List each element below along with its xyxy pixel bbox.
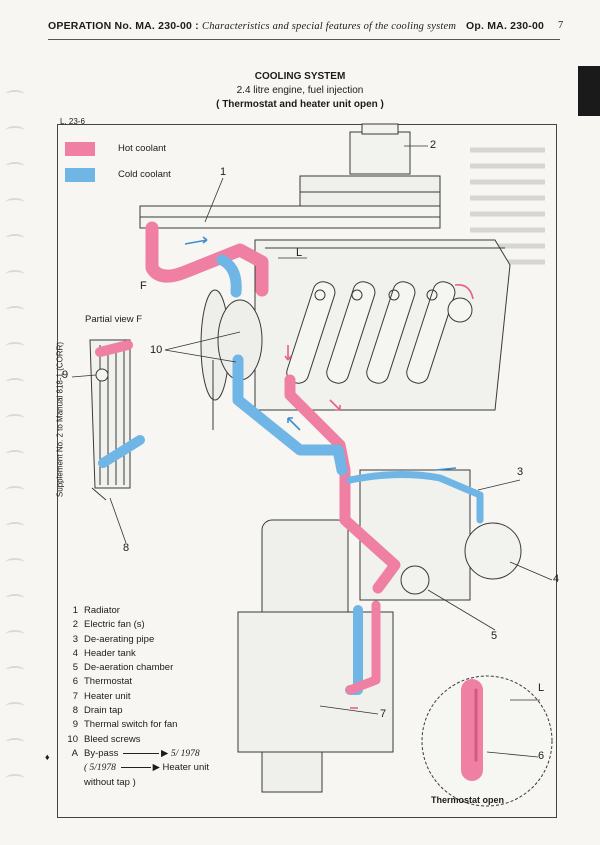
header-rule bbox=[48, 39, 560, 40]
deaeration-chamber-5 bbox=[400, 565, 430, 595]
label-L-engine: L bbox=[296, 247, 303, 259]
note-a-tap: without tap ) bbox=[84, 776, 136, 788]
label-F: F bbox=[140, 280, 147, 292]
cold-hose-return bbox=[232, 354, 348, 476]
cold-hose-pump bbox=[216, 254, 242, 298]
figure-title: COOLING SYSTEM bbox=[254, 71, 346, 82]
binder-holes bbox=[0, 0, 30, 845]
callout-8: 8 bbox=[123, 542, 130, 554]
figure-frame bbox=[57, 124, 557, 818]
callout-2: 2 bbox=[430, 139, 437, 151]
cold-coolant-swatch bbox=[65, 168, 95, 182]
section-tab bbox=[578, 66, 600, 116]
callout-10: 10 bbox=[150, 344, 163, 356]
operation-description: Characteristics and special features of … bbox=[202, 21, 457, 32]
partial-view-label: Partial view F bbox=[85, 314, 143, 325]
electric-fan-motor bbox=[349, 131, 411, 175]
callout-5: 5 bbox=[491, 630, 498, 642]
thermal-switch-9 bbox=[95, 368, 109, 382]
hot-hose-lower bbox=[345, 600, 381, 695]
thermostat-inset bbox=[421, 675, 553, 807]
hot-hose-top bbox=[145, 221, 269, 297]
header-tank-4 bbox=[464, 522, 522, 580]
operation-number: OPERATION No. MA. 230-00 : bbox=[48, 20, 199, 32]
deaerating-pipe bbox=[346, 470, 484, 524]
cold-coolant-label: Cold coolant bbox=[118, 169, 171, 180]
operation-reference: Op. MA. 230-00 bbox=[466, 20, 545, 32]
callout-9: 9 bbox=[62, 369, 69, 381]
callout-3: 3 bbox=[517, 466, 524, 478]
page-header: OPERATION No. MA. 230-00 : Characteristi… bbox=[48, 20, 563, 32]
inset-caption: Thermostat open bbox=[431, 795, 505, 805]
page-number: 7 bbox=[558, 20, 564, 31]
margin-mark: ♦ bbox=[45, 752, 50, 762]
hot-coolant-swatch bbox=[65, 142, 95, 156]
callout-4: 4 bbox=[553, 573, 560, 585]
callout-1: 1 bbox=[220, 166, 227, 178]
note-a-heater: ( 5/1978 ▶ Heater unit bbox=[84, 762, 210, 774]
hot-coolant-label: Hot coolant bbox=[118, 143, 167, 154]
figure-state: ( Thermostat and heater unit open ) bbox=[216, 99, 384, 110]
callout-7: 7 bbox=[380, 708, 387, 720]
figure-reference: L. 23-6 bbox=[60, 117, 85, 126]
figure-subtitle: 2.4 litre engine, fuel injection bbox=[236, 85, 364, 96]
callout-6: 6 bbox=[538, 750, 545, 762]
label-L-inset: L bbox=[538, 682, 545, 694]
partial-view-radiator bbox=[89, 339, 131, 501]
